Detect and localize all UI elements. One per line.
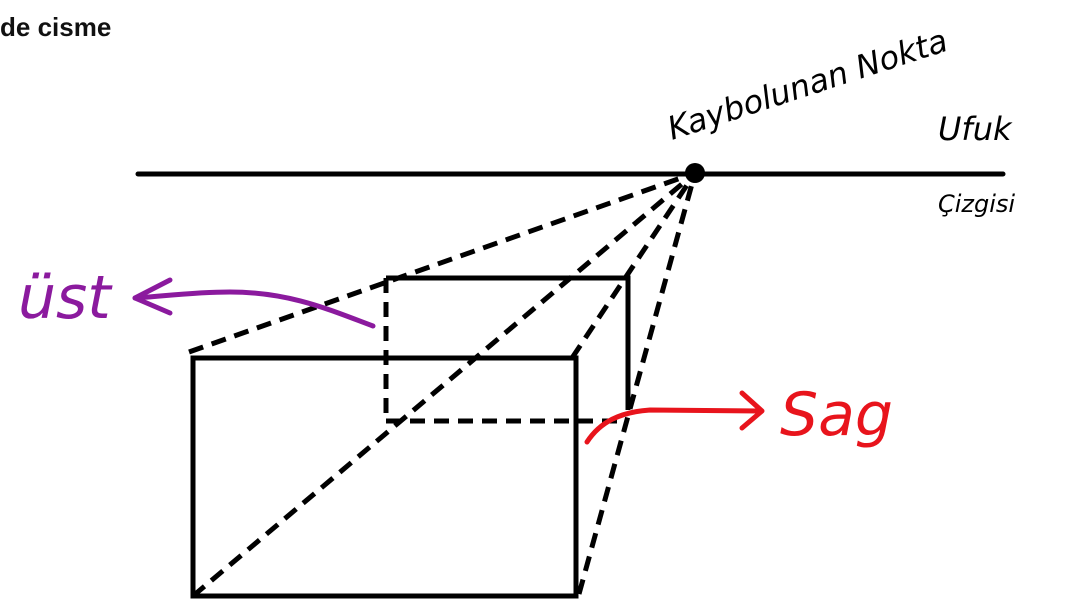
convergence-lines — [188, 170, 698, 598]
vanishing-point-label: Kaybolunan Nokta — [663, 21, 952, 147]
right-label: Sag — [780, 380, 893, 450]
horizon-label-line1: Ufuk — [938, 110, 1013, 148]
back-face-hidden-edges — [383, 278, 628, 424]
back-face-solid-edges — [386, 275, 631, 410]
top-label: üst — [18, 263, 113, 333]
front-face — [190, 355, 579, 599]
page-title: de cisme — [0, 12, 112, 42]
right-annotation-arrow — [584, 390, 765, 445]
top-annotation-arrow — [132, 277, 376, 329]
horizon-label-line2: Çizgisi — [938, 190, 1015, 218]
